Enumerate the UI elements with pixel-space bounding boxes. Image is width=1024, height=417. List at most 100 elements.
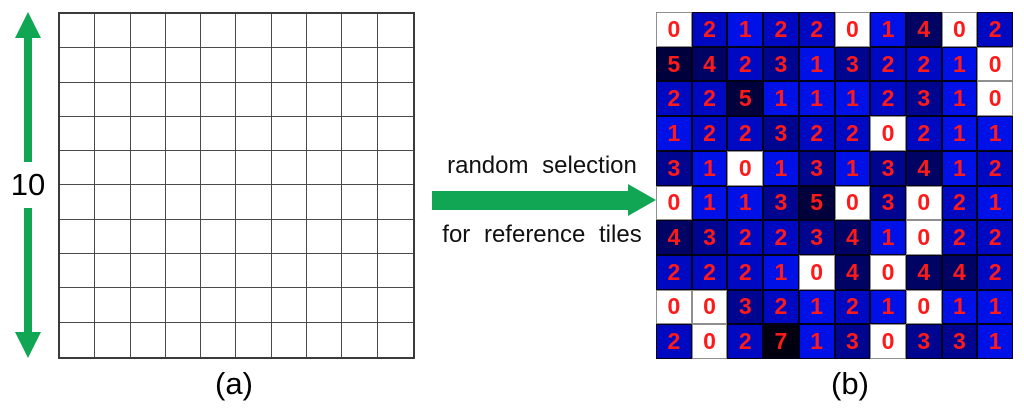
grid-cell: [342, 254, 378, 289]
grid-cell: [201, 219, 237, 255]
grid-cell: [342, 185, 378, 220]
tile-count-cell: 1: [941, 289, 978, 325]
tile-count-cell: 0: [656, 289, 692, 325]
tile-count-cell: 2: [977, 220, 1013, 255]
tile-count-cell: 0: [905, 220, 942, 255]
grid-cell: [236, 116, 272, 152]
grid-cell: [166, 322, 202, 357]
grid-cell: [201, 185, 237, 220]
tile-count-cell: 3: [691, 220, 728, 255]
tile-count-cell: 2: [834, 289, 871, 325]
tile-count-cell: 4: [834, 254, 871, 290]
tile-count-cell: 2: [763, 220, 799, 255]
tile-count-cell: 0: [870, 116, 906, 151]
grid-cell: [60, 254, 96, 289]
grid-cell: [131, 322, 166, 357]
tile-count-cell: 2: [691, 81, 728, 117]
tile-count-cell: 2: [691, 116, 728, 151]
tile-count-cell: 4: [905, 150, 942, 186]
tile-count-cell: 3: [941, 324, 978, 359]
grid-cell: [271, 254, 308, 289]
arrow-shaft: [432, 190, 628, 210]
tile-count-cell: 1: [941, 150, 978, 186]
grid-cell: [95, 219, 131, 255]
grid-cell: [95, 116, 131, 152]
tile-count-cell: 2: [763, 289, 799, 325]
grid-cell: [60, 48, 96, 83]
grid-cell: [201, 151, 237, 186]
tile-count-cell: 2: [727, 324, 764, 359]
tile-count-cell: 2: [941, 185, 978, 221]
grid-cell: [272, 322, 308, 357]
grid-cell: [377, 220, 413, 255]
tile-count-cell: 1: [798, 289, 835, 325]
tile-count-cell: 1: [798, 46, 835, 82]
tile-count-cell: 0: [905, 185, 942, 221]
grid-cell: [342, 116, 378, 152]
tile-count-cell: 0: [834, 12, 871, 47]
tile-count-cell: 1: [941, 46, 978, 82]
grid-cell: [60, 82, 96, 117]
grid-cell: [95, 288, 131, 323]
grid-cell: [271, 185, 308, 220]
grid-cell: [377, 14, 413, 49]
grid-cell: [307, 288, 343, 323]
tile-count-cell: 1: [691, 150, 728, 186]
grid-cell: [165, 48, 202, 83]
tile-count-cell: 3: [727, 289, 764, 325]
tile-count-cell: 1: [727, 12, 764, 47]
grid-cell: [201, 48, 237, 83]
grid-cell: [165, 116, 202, 152]
tile-count-cell: 2: [691, 12, 728, 47]
tile-count-cell: 2: [977, 12, 1013, 47]
grid-cell: [342, 14, 378, 49]
grid-cell: [236, 48, 272, 83]
grid-cell: [342, 219, 378, 255]
grid-cell: [271, 288, 308, 323]
tile-count-cell: 1: [798, 81, 835, 117]
arrow-shaft: [24, 38, 32, 162]
tile-count-cell: 2: [727, 220, 764, 255]
grid-cell: [60, 151, 96, 186]
grid-cell: [201, 116, 237, 152]
grid-cell: [95, 82, 131, 117]
grid-cell: [271, 14, 308, 49]
grid-cell: [165, 151, 202, 186]
grid-cell: [342, 48, 378, 83]
grid-cell: [130, 82, 166, 117]
grid-cell: [236, 82, 272, 117]
tile-count-cell: 4: [656, 220, 692, 255]
tile-count-cell: 1: [977, 324, 1013, 359]
tile-count-cell: 3: [656, 150, 692, 186]
tile-count-cell: 0: [977, 81, 1013, 117]
tile-count-cell: 1: [656, 116, 692, 151]
grid-cell: [307, 322, 343, 357]
tile-count-cell: 5: [727, 81, 764, 117]
tile-count-cell: 1: [691, 185, 728, 221]
tile-count-cell: 0: [691, 324, 728, 359]
tile-count-cell: 2: [798, 12, 835, 47]
grid-cell: [95, 254, 131, 289]
tile-count-cell: 3: [798, 220, 835, 255]
tile-count-cell: 0: [941, 12, 978, 47]
tile-count-cell: 1: [834, 150, 871, 186]
grid-cell: [130, 48, 166, 83]
tile-count-cell: 1: [941, 81, 978, 117]
grid-cell: [271, 82, 308, 117]
tile-count-cell: 5: [656, 46, 692, 82]
tile-count-cell: 2: [691, 254, 728, 290]
grid-cell: [130, 151, 166, 186]
tile-count-cell: 2: [656, 254, 692, 290]
grid-cell: [342, 82, 378, 117]
grid-cell: [130, 14, 166, 49]
grid-cell: [60, 185, 96, 220]
tile-count-cell: 3: [905, 81, 942, 117]
grid-cell: [165, 185, 202, 220]
tile-count-cell: 2: [941, 220, 978, 255]
grid-cell: [377, 48, 413, 83]
grid-height-dimension-arrow: 10: [8, 12, 48, 358]
grid-cell: [201, 14, 237, 49]
tile-count-cell: 7: [763, 324, 799, 359]
tile-count-cell: 1: [977, 185, 1013, 221]
